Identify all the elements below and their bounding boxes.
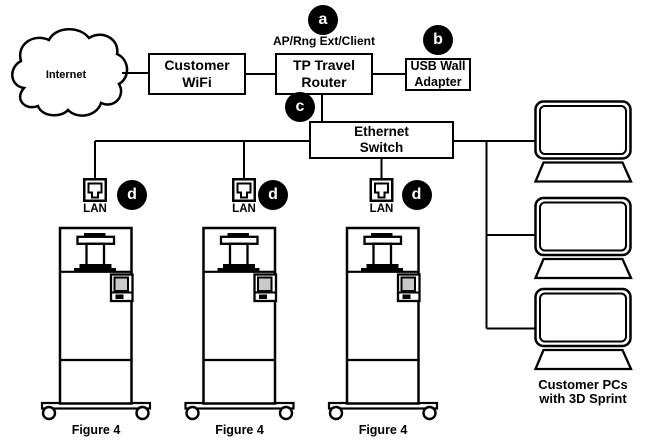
- printer-icon: [327, 226, 439, 421]
- badge-a: a: [308, 5, 338, 35]
- router-mode-caption: AP/Rng Ext/Client: [272, 34, 375, 48]
- ethernet-switch-box: Ethernet Switch: [309, 121, 454, 159]
- internet-label: Internet: [45, 69, 87, 81]
- printer-icon: [40, 226, 152, 421]
- badge-d-1: d: [117, 180, 147, 210]
- lan-port-icon: [369, 178, 394, 202]
- travel-router-box: TP Travel Router: [275, 53, 373, 95]
- monitor-icon: [534, 196, 633, 280]
- monitor-icon: [534, 287, 633, 371]
- lan-port-icon: [232, 178, 256, 202]
- monitor-icon: [534, 100, 633, 183]
- badge-b: b: [423, 25, 453, 55]
- lan-label-3: LAN: [369, 203, 394, 215]
- lan-label-1: LAN: [83, 203, 107, 215]
- customer-wifi-box: Customer WiFi: [148, 53, 246, 95]
- figure-caption-2: Figure 4: [215, 423, 264, 437]
- lan-label-2: LAN: [232, 203, 256, 215]
- internet-cloud: [11, 28, 129, 117]
- badge-d-3: d: [401, 180, 432, 210]
- connector-lines: [94, 72, 537, 330]
- lan-port-icon: [83, 178, 107, 202]
- badge-c: c: [285, 92, 315, 122]
- figure-caption-3: Figure 4: [358, 423, 408, 437]
- badge-d-2: d: [258, 180, 288, 210]
- customer-pcs-label: Customer PCs with 3D Sprint: [538, 377, 628, 406]
- figure-caption-1: Figure 4: [71, 423, 121, 437]
- usb-wall-adapter-box: USB Wall Adapter: [405, 58, 471, 91]
- printer-icon: [184, 226, 295, 421]
